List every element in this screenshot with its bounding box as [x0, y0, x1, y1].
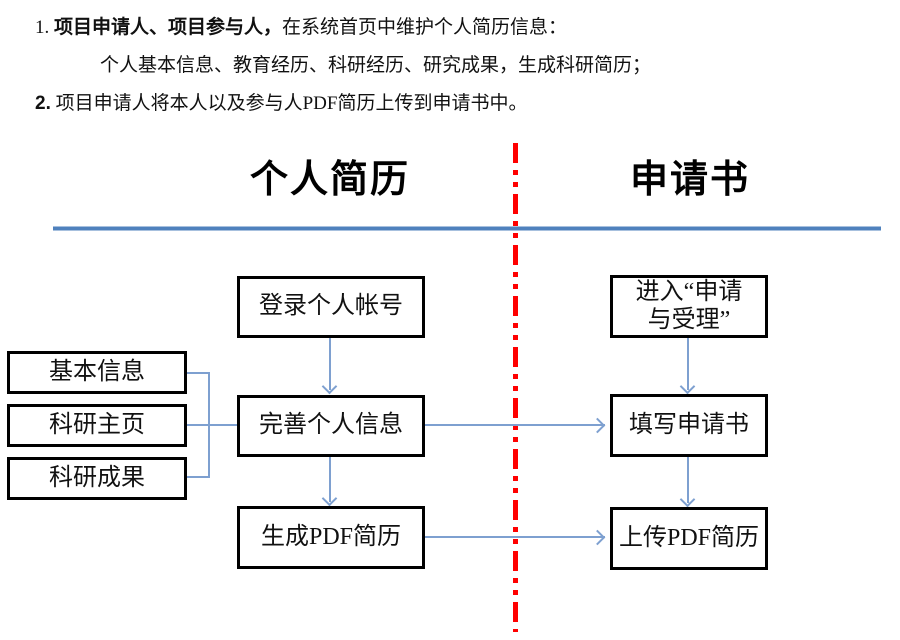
- connector-generate-to-upload: [425, 536, 605, 538]
- node-upload-pdf-resume: 上传PDF简历: [610, 507, 768, 570]
- node-enter-apply-accept: 进入“申请与受理”: [610, 275, 768, 338]
- node-generate-pdf-resume: 生成PDF简历: [237, 506, 425, 569]
- note-item-2: 2. 项目申请人将本人以及参与人PDF简历上传到申请书中。: [35, 93, 527, 116]
- bracket-research-results-line: [186, 476, 209, 478]
- connector-enter-to-fill: [687, 338, 689, 390]
- arrowhead-right-icon: [589, 417, 606, 434]
- connector-fill-to-upload: [687, 457, 689, 503]
- node-enter-line2: 与受理”: [647, 306, 731, 333]
- arrowhead-down-icon: [321, 490, 338, 507]
- bracket-homepage-line: [186, 424, 238, 426]
- node-basic-info: 基本信息: [7, 351, 187, 394]
- arrowhead-down-icon: [679, 491, 696, 508]
- node-research-homepage: 科研主页: [7, 404, 187, 447]
- bracket-basic-info-line: [186, 372, 209, 374]
- note-item-1-rest-text: 在系统首页中维护个人简历信息：: [282, 17, 568, 38]
- note-item-1-bold-text: 项目申请人、项目参与人，: [54, 17, 283, 38]
- note-item-2-text: 项目申请人将本人以及参与人PDF简历上传到申请书中。: [55, 93, 528, 114]
- node-complete-personal-info: 完善个人信息: [237, 395, 425, 457]
- horizontal-divider-line: [53, 226, 881, 231]
- node-research-results: 科研成果: [7, 457, 187, 500]
- node-login-account: 登录个人帐号: [237, 276, 425, 338]
- connector-complete-to-fill: [425, 424, 605, 426]
- note-item-1-subline: 个人基本信息、教育经历、科研经历、研究成果，生成科研简历；: [100, 55, 652, 76]
- vertical-dashed-separator: [513, 143, 518, 632]
- note-item-1-number: 1.: [35, 17, 50, 38]
- node-enter-apply-accept-label: 进入“申请与受理”: [636, 279, 743, 334]
- section-title-application-form: 申请书: [629, 159, 750, 201]
- arrowhead-down-icon: [679, 378, 696, 395]
- node-fill-application: 填写申请书: [610, 394, 768, 457]
- node-enter-line1: 进入“申请: [635, 278, 743, 305]
- connector-complete-to-generate: [329, 457, 331, 502]
- note-item-2-number: 2.: [35, 93, 51, 114]
- connector-login-to-complete: [329, 338, 331, 390]
- section-title-personal-resume: 个人简历: [249, 159, 410, 201]
- note-item-1: 1. 项目申请人、项目参与人，在系统首页中维护个人简历信息：: [35, 17, 567, 40]
- arrowhead-down-icon: [321, 378, 338, 395]
- arrowhead-right-icon: [589, 529, 606, 546]
